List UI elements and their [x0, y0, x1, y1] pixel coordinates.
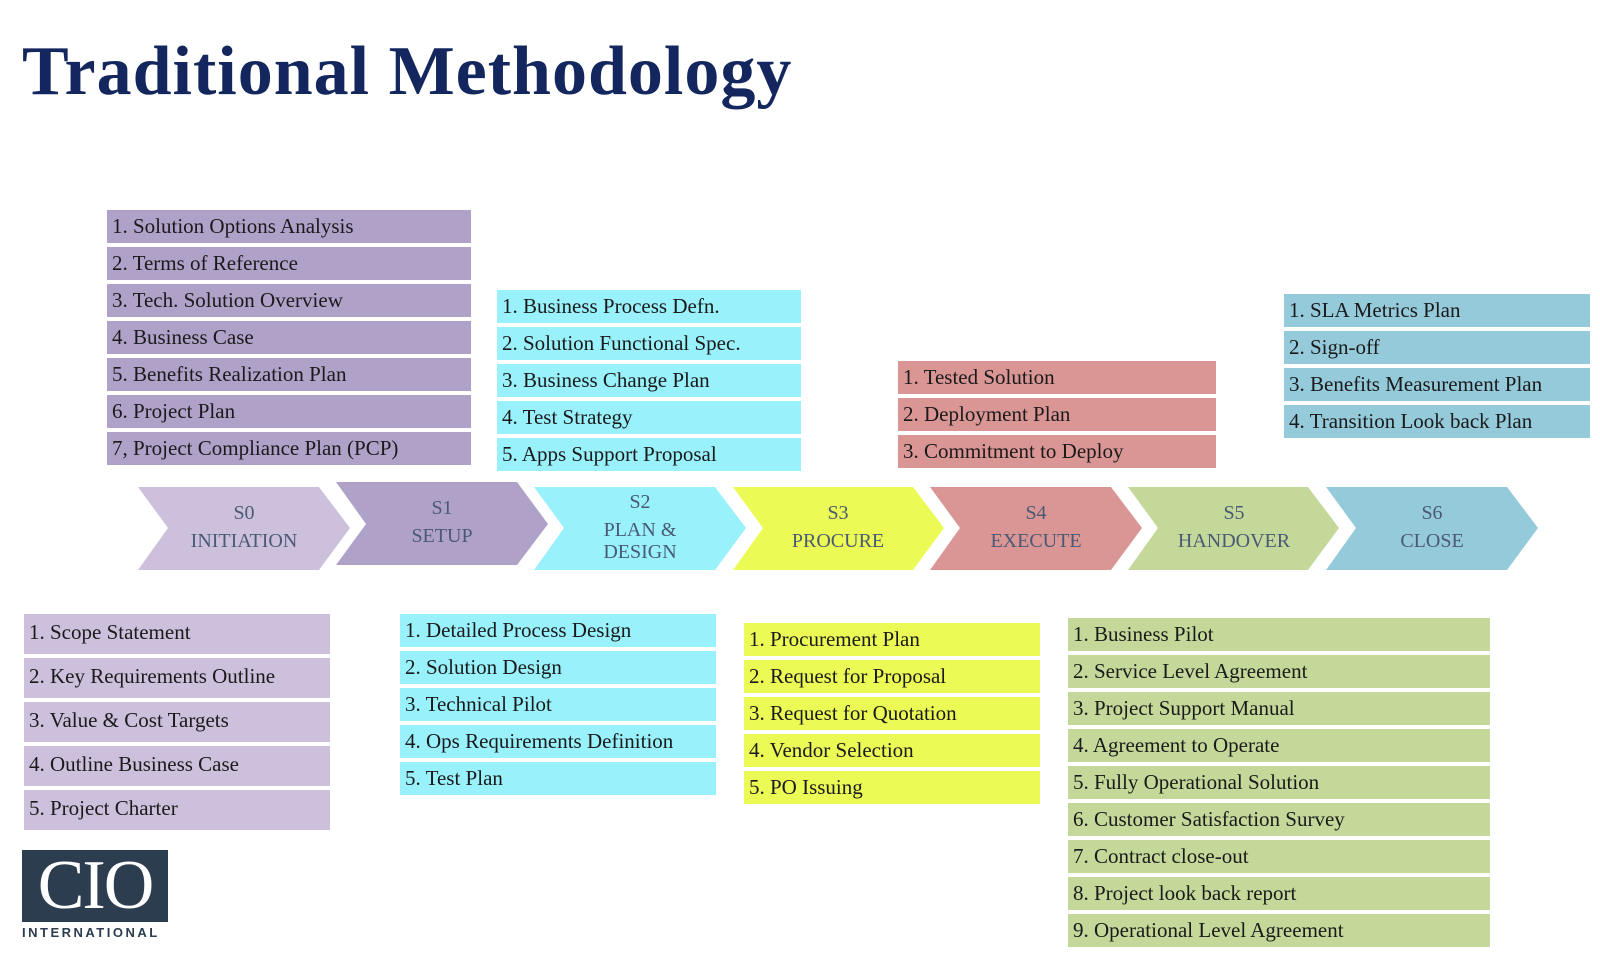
list-item: 2. Key Requirements Outline [24, 658, 330, 698]
list-item: 2. Solution Design [400, 651, 716, 684]
s5-deliverables-list: 1. Business Pilot 2. Service Level Agreem… [1068, 618, 1490, 947]
page-title: Traditional Methodology [22, 33, 793, 110]
s4-deliverables-list: 1. Tested Solution 2. Deployment Plan 3. C… [898, 361, 1216, 468]
s6-deliverables-list: 1. SLA Metrics Plan 2. Sign-off 3. Benefit… [1284, 294, 1590, 438]
stage-s2-chevron [534, 487, 746, 570]
stage-s4-chevron [930, 487, 1142, 570]
list-item: 3. Technical Pilot [400, 688, 716, 721]
stage-s1-chevron [336, 482, 548, 565]
logo-subtitle: INTERNATIONAL [22, 925, 160, 940]
list-item: 1. Solution Options Analysis [107, 210, 471, 243]
list-item: 3. Value & Cost Targets [24, 702, 330, 742]
list-item: 3. Request for Quotation [744, 697, 1040, 730]
list-item: 1. Tested Solution [898, 361, 1216, 394]
list-item: 1. Business Process Defn. [497, 290, 801, 323]
list-item: 4. Transition Look back Plan [1284, 405, 1590, 438]
list-item: 4. Outline Business Case [24, 746, 330, 786]
list-item: 2. Deployment Plan [898, 398, 1216, 431]
s2-top-deliverables-list: 1. Business Process Defn. 2. Solution Fun… [497, 290, 801, 471]
stage-s6-chevron [1326, 487, 1538, 570]
stage-s3-chevron [733, 487, 944, 570]
list-item: 4. Agreement to Operate [1068, 729, 1490, 762]
list-item: 8. Project look back report [1068, 877, 1490, 910]
stage-s0-chevron [138, 487, 350, 570]
list-item: 7. Contract close-out [1068, 840, 1490, 873]
list-item: 1. Scope Statement [24, 614, 330, 654]
list-item: 4. Ops Requirements Definition [400, 725, 716, 758]
list-item: 3. Commitment to Deploy [898, 435, 1216, 468]
list-item: 6. Project Plan [107, 395, 471, 428]
list-item: 3. Business Change Plan [497, 364, 801, 397]
list-item: 4. Business Case [107, 321, 471, 354]
list-item: 2. Terms of Reference [107, 247, 471, 280]
list-item: 5. Project Charter [24, 790, 330, 830]
list-item: 1. Detailed Process Design [400, 614, 716, 647]
list-item: 5. Fully Operational Solution [1068, 766, 1490, 799]
list-item: 1. SLA Metrics Plan [1284, 294, 1590, 327]
logo-mark: CIO [22, 850, 168, 922]
list-item: 1. Business Pilot [1068, 618, 1490, 651]
list-item: 2. Sign-off [1284, 331, 1590, 364]
list-item: 7, Project Compliance Plan (PCP) [107, 432, 471, 465]
cio-international-logo: CIO INTERNATIONAL [22, 850, 168, 940]
list-item: 2. Service Level Agreement [1068, 655, 1490, 688]
list-item: 6. Customer Satisfaction Survey [1068, 803, 1490, 836]
list-item: 1. Procurement Plan [744, 623, 1040, 656]
list-item: 2. Request for Proposal [744, 660, 1040, 693]
list-item: 5. Apps Support Proposal [497, 438, 801, 471]
list-item: 3. Benefits Measurement Plan [1284, 368, 1590, 401]
s3-deliverables-list: 1. Procurement Plan 2. Request for Propos… [744, 623, 1040, 804]
list-item: 5. PO Issuing [744, 771, 1040, 804]
list-item: 4. Test Strategy [497, 401, 801, 434]
list-item: 9. Operational Level Agreement [1068, 914, 1490, 947]
list-item: 5. Test Plan [400, 762, 716, 795]
list-item: 2. Solution Functional Spec. [497, 327, 801, 360]
list-item: 3. Project Support Manual [1068, 692, 1490, 725]
s2-bottom-deliverables-list: 1. Detailed Process Design 2. Solution De… [400, 614, 716, 795]
s1-deliverables-list: 1. Solution Options Analysis 2. Terms of … [107, 210, 471, 465]
list-item: 3. Tech. Solution Overview [107, 284, 471, 317]
stage-s5-chevron [1128, 487, 1339, 570]
list-item: 5. Benefits Realization Plan [107, 358, 471, 391]
list-item: 4. Vendor Selection [744, 734, 1040, 767]
